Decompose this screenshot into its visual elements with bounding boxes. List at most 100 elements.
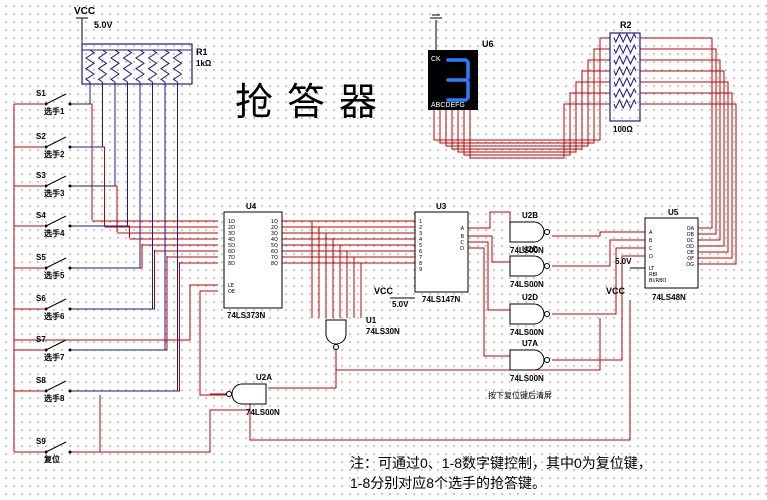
- svg-text:2D: 2D: [228, 225, 235, 231]
- nand-gate-u2a: U2A 74LS00N: [226, 373, 280, 417]
- nand-gate-u2b: U2B 74LS00N: [509, 211, 550, 255]
- switch-label: 选手7: [44, 352, 65, 362]
- switch-ref: S8: [36, 376, 46, 385]
- svg-text:R1: R1: [196, 47, 208, 57]
- svg-text:5.0V: 5.0V: [615, 257, 632, 266]
- svg-text:A: A: [649, 230, 653, 236]
- chip-u4: U4 74LS373N 1D2D3D4D5D6D7D8D1Q2Q3Q4Q5Q6Q…: [223, 202, 283, 320]
- reset-note: 按下复位键后清屏: [488, 390, 552, 400]
- resistor-pack-r1: R1 1kΩ: [81, 43, 212, 85]
- svg-text:8Q: 8Q: [271, 261, 278, 267]
- digit-segments: [446, 58, 470, 102]
- switch-ref: S9: [36, 437, 46, 446]
- svg-text:2Q: 2Q: [271, 225, 278, 231]
- svg-text:74LS147N: 74LS147N: [422, 295, 460, 304]
- svg-text:8: 8: [419, 261, 422, 267]
- svg-text:B: B: [461, 234, 465, 240]
- vcc-source-u3: VCC 5.0V: [374, 286, 415, 309]
- svg-text:OG: OG: [686, 262, 694, 268]
- svg-text:D: D: [460, 246, 464, 252]
- svg-text:D: D: [649, 254, 653, 260]
- svg-text:A: A: [461, 226, 465, 232]
- svg-text:6Q: 6Q: [271, 249, 278, 255]
- switch-7: S7 选手7: [14, 335, 72, 362]
- svg-text:OC: OC: [687, 238, 695, 244]
- switch-ref: S7: [36, 335, 46, 344]
- switch-label: 选手4: [44, 228, 65, 238]
- switch-9: S9 复位: [14, 437, 72, 464]
- svg-text:5Q: 5Q: [271, 243, 278, 249]
- svg-text:U2D: U2D: [522, 293, 538, 302]
- seven-segment-display-u6: U6 CK ABCDEFG 3: [428, 14, 494, 110]
- svg-text:U5: U5: [668, 208, 679, 217]
- svg-text:74LS373N: 74LS373N: [227, 311, 265, 320]
- switch-ref: S4: [36, 211, 46, 220]
- svg-text:U7A: U7A: [522, 339, 538, 348]
- svg-text:OE: OE: [687, 250, 694, 256]
- svg-text:VCC: VCC: [74, 6, 95, 17]
- switch-6: S6 选手6: [14, 294, 72, 321]
- svg-text:74LS00N: 74LS00N: [510, 374, 544, 383]
- svg-text:U2B: U2B: [522, 211, 538, 220]
- svg-text:3Q: 3Q: [271, 231, 278, 237]
- switch-label: 选手5: [44, 270, 65, 280]
- svg-text:1D: 1D: [228, 219, 235, 225]
- svg-text:4: 4: [419, 237, 422, 243]
- switch-label: 选手6: [44, 311, 65, 321]
- svg-text:U2C: U2C: [522, 245, 538, 254]
- nand-gate-u7a: U7A 74LS00N: [509, 339, 550, 383]
- gate-u1: U1 74LS30N: [325, 316, 400, 350]
- svg-text:100Ω: 100Ω: [613, 125, 633, 134]
- switch-label: 复位: [43, 454, 60, 464]
- svg-text:U4: U4: [246, 202, 257, 211]
- svg-text:7: 7: [419, 255, 422, 261]
- svg-text:74LS30N: 74LS30N: [366, 327, 400, 336]
- note-line-1: 注：可通过0、1-8数字键控制，其中0为复位键，: [350, 455, 652, 471]
- svg-text:LE: LE: [228, 283, 234, 289]
- svg-text:5.0V: 5.0V: [392, 300, 409, 309]
- svg-text:OA: OA: [687, 226, 695, 232]
- svg-text:2: 2: [419, 225, 422, 231]
- svg-text:74LS00N: 74LS00N: [510, 246, 544, 255]
- switch-8: S8 选手8: [14, 376, 72, 403]
- svg-text:U1: U1: [366, 316, 377, 325]
- switch-ref: S6: [36, 294, 46, 303]
- svg-text:74LS00N: 74LS00N: [246, 408, 280, 417]
- svg-text:3D: 3D: [228, 231, 235, 237]
- switch-ref: S1: [36, 89, 46, 98]
- switch-4: S4 选手4: [14, 211, 72, 238]
- vcc-source-top: VCC 5.0V: [74, 6, 113, 44]
- svg-text:74LS00N: 74LS00N: [510, 328, 544, 337]
- svg-text:OD: OD: [686, 244, 694, 250]
- svg-text:74LS48N: 74LS48N: [652, 293, 686, 302]
- svg-text:OB: OB: [687, 232, 695, 238]
- svg-text:74LS00N: 74LS00N: [510, 280, 544, 289]
- switch-ref: S5: [36, 253, 46, 262]
- svg-text:6D: 6D: [228, 249, 235, 255]
- switch-label: 选手8: [44, 393, 65, 403]
- title: 抢答器: [235, 82, 391, 124]
- svg-text:C: C: [461, 240, 465, 246]
- svg-text:BI/RBO: BI/RBO: [649, 278, 666, 284]
- svg-text:U6: U6: [482, 39, 494, 49]
- switch-ref: S3: [36, 171, 46, 180]
- note-line-2: 1-8分别对应8个选手的抢答键。: [350, 475, 546, 491]
- svg-text:VCC: VCC: [374, 286, 394, 296]
- svg-text:3: 3: [419, 231, 422, 237]
- svg-text:1: 1: [419, 219, 422, 225]
- svg-text:U2A: U2A: [256, 373, 272, 382]
- nand-gate-u2d: U2D 74LS00N: [509, 293, 550, 337]
- switch-ref: S2: [36, 132, 46, 141]
- svg-text:4Q: 4Q: [271, 237, 278, 243]
- svg-text:7D: 7D: [228, 255, 235, 261]
- svg-text:R2: R2: [620, 20, 632, 30]
- svg-text:1Q: 1Q: [271, 219, 278, 225]
- svg-text:5.0V: 5.0V: [94, 20, 113, 30]
- svg-text:6: 6: [419, 249, 422, 255]
